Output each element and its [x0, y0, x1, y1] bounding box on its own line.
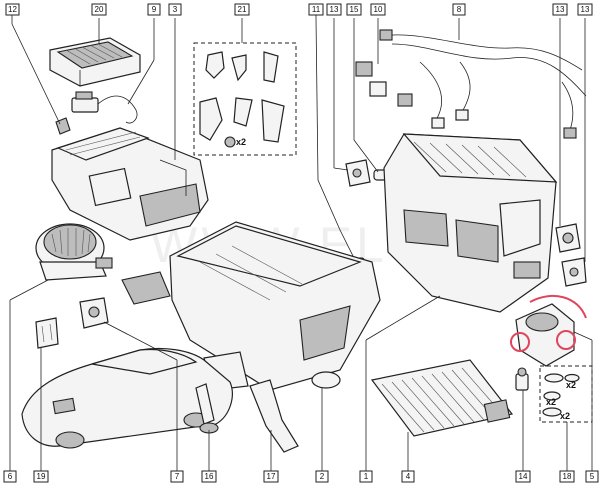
actuator-small-left [345, 159, 371, 187]
label-text-13-mid: 13 [556, 5, 565, 14]
electrical-connector [35, 317, 59, 349]
blower-resistor [71, 91, 138, 124]
linkage-kit: x2 [193, 42, 297, 156]
label-tag-19: 19 [33, 470, 49, 483]
label-text-18: 18 [563, 472, 572, 481]
label-text-8: 8 [457, 5, 462, 14]
cabin-filter [49, 37, 141, 87]
bottom-tag-stems [9, 15, 593, 471]
vehicle-location-view [21, 347, 233, 449]
blower-motor [35, 223, 113, 281]
label-text-11: 11 [312, 5, 321, 14]
temperature-probe [515, 367, 529, 391]
label-text-14: 14 [519, 472, 528, 481]
label-tag-6: 6 [3, 470, 17, 483]
label-tag-20: 20 [91, 3, 107, 16]
air-duct-assembly [121, 221, 381, 391]
label-tag-9: 9 [147, 3, 161, 16]
label-tag-3: 3 [168, 3, 182, 16]
label-tag-1: 1 [359, 470, 373, 483]
label-text-9: 9 [152, 5, 157, 14]
label-tag-21: 21 [234, 3, 250, 16]
kit-18-quantity-a: x2 [566, 380, 576, 390]
label-text-2: 2 [320, 472, 325, 481]
label-tag-4: 4 [401, 470, 415, 483]
kit-21-quantity: x2 [236, 137, 246, 147]
label-tag-13-right: 13 [577, 3, 593, 16]
label-text-1: 1 [364, 472, 369, 481]
kit-18-quantity-c: x2 [560, 411, 570, 421]
label-tag-13-mid: 13 [552, 3, 568, 16]
label-tag-17: 17 [263, 470, 279, 483]
label-tag-11: 11 [308, 3, 324, 16]
heater-control-valve [510, 294, 587, 367]
label-text-6: 6 [8, 472, 13, 481]
flap-motor [79, 297, 109, 329]
label-tag-15: 15 [346, 3, 362, 16]
label-text-20: 20 [95, 5, 104, 14]
drain-hose [195, 383, 219, 434]
relay-connectors [355, 61, 413, 107]
label-tag-12: 12 [5, 3, 20, 16]
label-text-13-left: 13 [330, 5, 339, 14]
air-distribution-housing [51, 127, 209, 241]
label-text-21: 21 [238, 5, 247, 14]
label-text-13-right: 13 [581, 5, 590, 14]
actuator-right-lower [561, 257, 587, 287]
label-tag-13-left: 13 [326, 3, 342, 16]
label-text-3: 3 [173, 5, 178, 14]
wiring-harness [379, 29, 587, 139]
label-text-17: 17 [267, 472, 276, 481]
label-tag-2: 2 [315, 470, 329, 483]
label-text-10: 10 [374, 5, 383, 14]
clip [55, 117, 71, 135]
label-text-19: 19 [37, 472, 46, 481]
kit-18-quantity-b: x2 [546, 397, 556, 407]
label-tag-14: 14 [515, 470, 531, 483]
o-ring-kit: x2 x2 x2 [539, 365, 593, 423]
label-tag-18: 18 [559, 470, 575, 483]
leader-lines [9, 14, 593, 446]
label-text-16: 16 [205, 472, 214, 481]
label-tag-5: 5 [585, 470, 599, 483]
heater-housing [383, 133, 558, 313]
label-tag-7: 7 [170, 470, 184, 483]
heater-core [370, 359, 514, 437]
label-text-15: 15 [350, 5, 359, 14]
label-tag-16: 16 [201, 470, 217, 483]
actuator-right-upper [555, 223, 581, 253]
label-text-7: 7 [175, 472, 180, 481]
label-tag-8: 8 [452, 3, 466, 16]
label-tag-10: 10 [370, 3, 386, 16]
duct-elbow [249, 379, 299, 453]
label-text-5: 5 [590, 472, 595, 481]
label-text-4: 4 [406, 472, 411, 481]
label-text-12: 12 [8, 5, 17, 14]
